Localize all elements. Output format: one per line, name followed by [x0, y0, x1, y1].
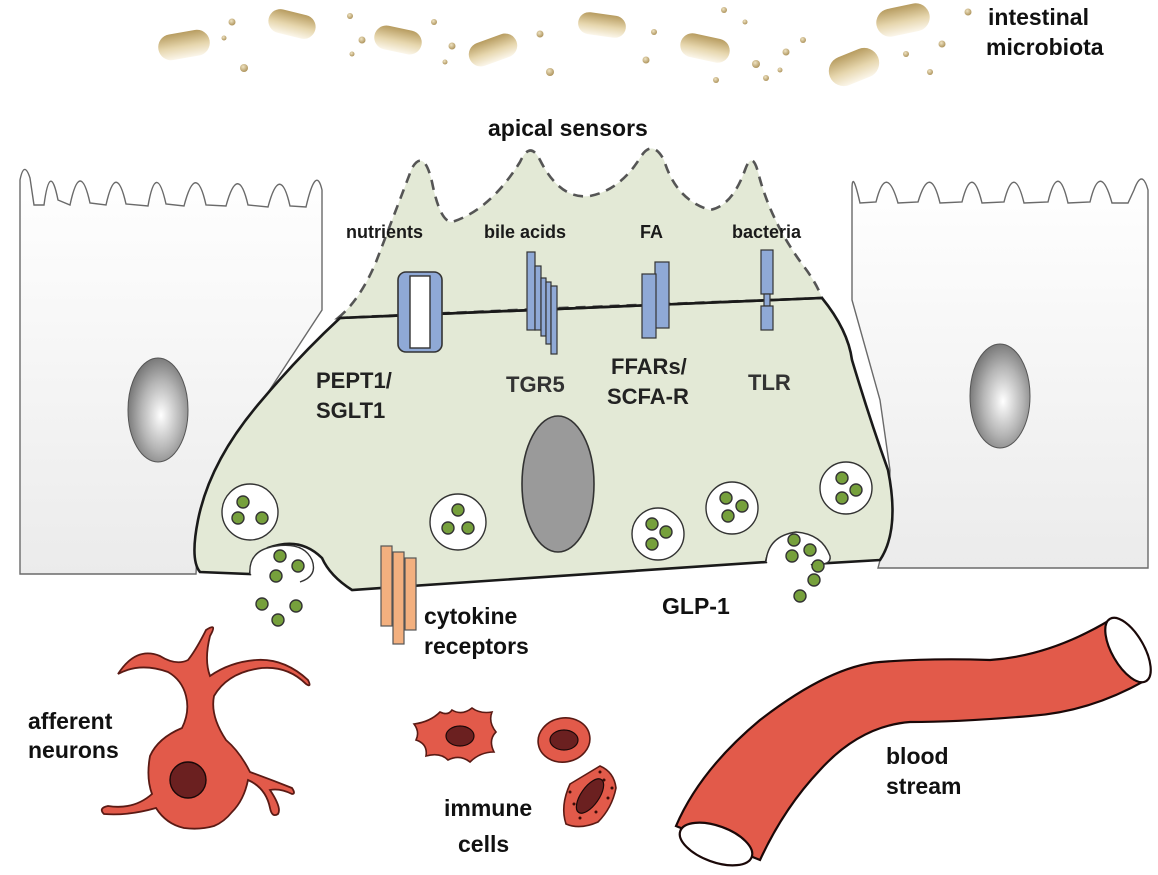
label-ffars: FFARs/: [611, 354, 687, 379]
label-receptors: receptors: [424, 633, 529, 659]
bacterium: [828, 47, 880, 87]
granule-exocytosis-right: [765, 531, 831, 603]
apical-region: [334, 147, 824, 320]
label-afferent: afferent: [28, 708, 113, 734]
tlr-receptor: [760, 249, 774, 331]
label-pept1: PEPT1/: [316, 368, 392, 393]
label-bacteria: bacteria: [732, 222, 802, 242]
label-blood: blood: [886, 743, 949, 769]
label-cytokine: cytokine: [424, 603, 517, 629]
afferent-neuron: [100, 626, 311, 830]
label-microbiota: microbiota: [986, 34, 1104, 60]
label-scfa-r: SCFA-R: [607, 384, 689, 409]
granule: [631, 507, 685, 561]
right-epithelial-cell: [851, 178, 1149, 569]
label-stream: stream: [886, 773, 961, 799]
neuron-body: [100, 626, 311, 830]
label-nutrients: nutrients: [346, 222, 423, 242]
label-tgr5: TGR5: [506, 372, 565, 397]
granule-exocytosis-left: [249, 544, 315, 627]
label-apical-sensors: apical sensors: [488, 115, 648, 141]
pept1-sglt1-transporter: [397, 271, 443, 353]
label-sglt1: SGLT1: [316, 398, 385, 423]
neuron-nucleus: [169, 761, 207, 799]
left-cell-nucleus: [127, 357, 189, 463]
label-intestinal: intestinal: [988, 4, 1089, 30]
bacterium: [578, 12, 626, 38]
bacterium: [876, 3, 930, 37]
vessel-tube: [674, 618, 1148, 862]
label-glp1: GLP-1: [662, 593, 730, 619]
label-fa: FA: [640, 222, 663, 242]
bacteria-small-dots: [221, 7, 972, 83]
label-tlr: TLR: [748, 370, 791, 395]
label-cells: cells: [458, 831, 509, 857]
immune-cell-granular: [562, 765, 617, 828]
immune-cell-round: [537, 717, 591, 763]
left-epithelial-cell: [19, 168, 323, 575]
bacterium: [680, 33, 730, 63]
granule: [221, 483, 279, 541]
blood-vessel: [674, 616, 1152, 867]
label-bile-acids: bile acids: [484, 222, 566, 242]
ffar-receptor: [641, 261, 670, 339]
l-cell-nucleus: [521, 415, 595, 553]
vessel-end-top: [1104, 616, 1152, 684]
immune-cell-spiky: [412, 706, 498, 764]
vessel-end-bottom: [678, 821, 754, 867]
bacterium: [374, 25, 422, 55]
label-immune: immune: [444, 795, 532, 821]
glp1-granules: [221, 461, 873, 627]
cytokine-receptor: [380, 545, 417, 645]
bacterium: [468, 33, 518, 67]
bacterium: [158, 29, 210, 61]
microbiota-group: [158, 3, 972, 87]
tgr5-receptor: [526, 251, 558, 355]
right-cell-nucleus: [969, 343, 1031, 449]
granule: [429, 493, 487, 551]
granule: [705, 481, 759, 535]
label-neurons: neurons: [28, 737, 119, 763]
immune-cells: [412, 706, 617, 828]
granule: [819, 461, 873, 515]
bacterium: [268, 9, 316, 39]
